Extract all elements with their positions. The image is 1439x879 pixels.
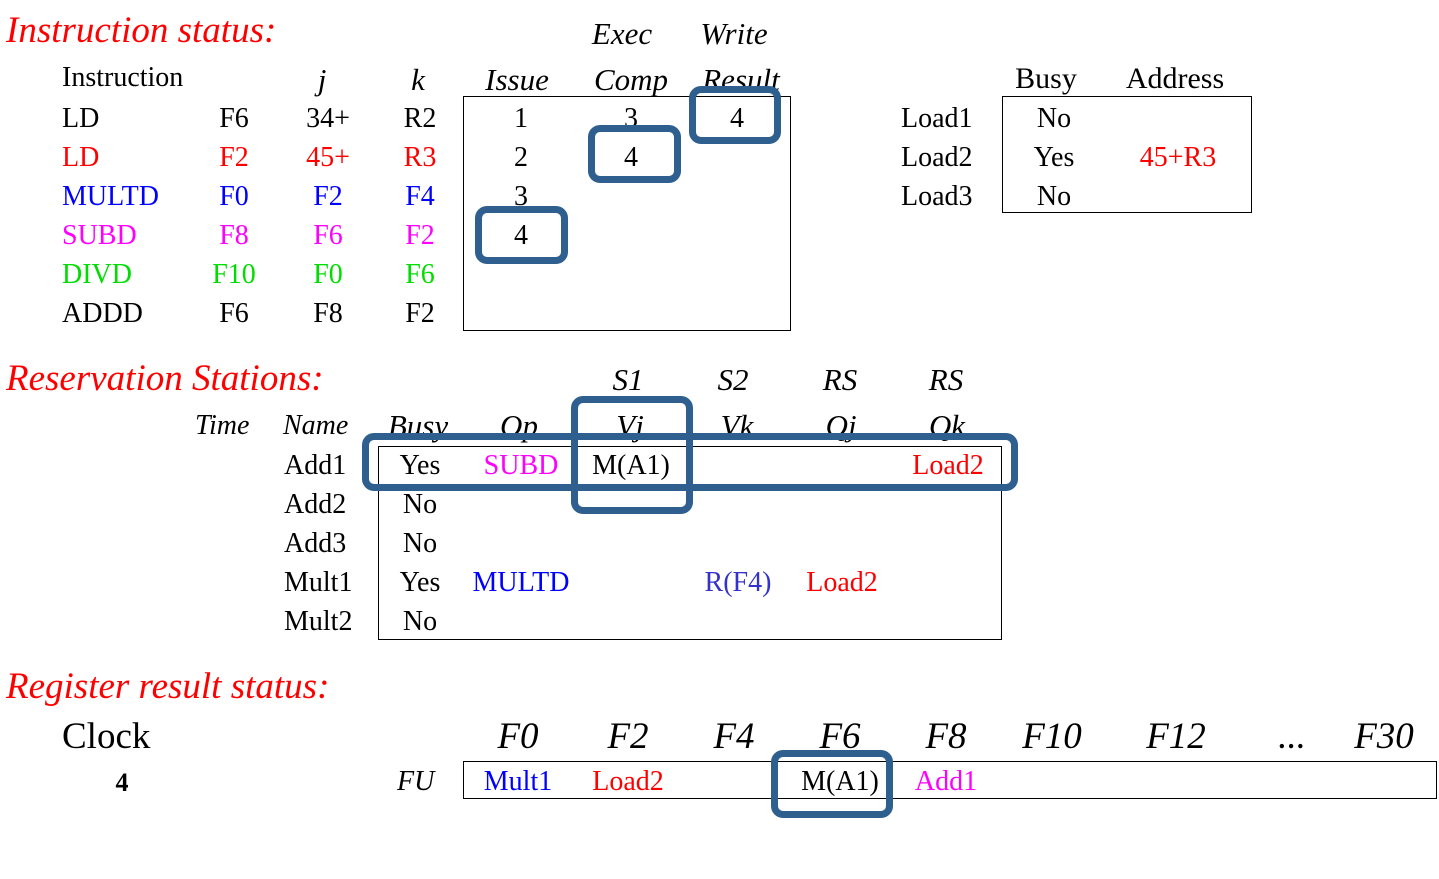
header-write: Write	[700, 16, 768, 51]
instruction-status-table	[463, 96, 791, 331]
instr-op: SUBD	[62, 220, 137, 251]
instruction-status-title: Instruction status:	[6, 10, 277, 51]
register-fu: Add1	[914, 766, 978, 797]
rs-busy: Yes	[399, 567, 441, 598]
instr-issue: 1	[514, 103, 528, 134]
instr-k: R2	[403, 103, 437, 134]
register-header: F4	[713, 716, 755, 757]
instr-dest: F6	[219, 103, 249, 134]
register-fu: M(A1)	[801, 766, 879, 797]
instr-op: LD	[62, 142, 100, 173]
instr-op: MULTD	[62, 181, 159, 212]
col-instruction: Instruction	[62, 62, 184, 93]
rs-top-s2: S2	[717, 362, 749, 397]
fu-label: FU	[397, 766, 435, 797]
rs-name: Add2	[284, 489, 347, 520]
rs-busy: No	[402, 528, 438, 559]
instr-dest: F10	[212, 259, 256, 290]
instr-j: F8	[313, 298, 343, 329]
header-exec: Exec	[591, 16, 653, 51]
instr-k: F2	[405, 298, 435, 329]
instr-dest: F0	[219, 181, 249, 212]
col-issue: Issue	[485, 62, 549, 97]
instr-op: DIVD	[62, 259, 132, 290]
rs-col-name: Name	[283, 410, 349, 441]
instr-issue: 4	[514, 220, 528, 251]
rs-op: SUBD	[483, 450, 559, 481]
load-name: Load3	[901, 181, 973, 212]
instr-j: 34+	[306, 103, 350, 134]
instr-k: F4	[405, 181, 435, 212]
load-name: Load1	[901, 103, 973, 134]
instr-dest: F8	[219, 220, 249, 251]
rs-vj: M(A1)	[592, 450, 670, 481]
instr-op: ADDD	[62, 298, 143, 329]
instr-op: LD	[62, 103, 100, 134]
rs-qk: Load2	[912, 450, 984, 481]
instr-comp: 4	[624, 142, 638, 173]
instr-dest: F2	[219, 142, 249, 173]
col-comp: Comp	[593, 62, 669, 97]
rs-qj: Load2	[806, 567, 878, 598]
highlight-issue-subd	[475, 206, 568, 264]
rs-top-rs-qj: RS	[822, 362, 858, 397]
load-busy: No	[1036, 103, 1072, 134]
instr-issue: 2	[514, 142, 528, 173]
register-fu: Mult1	[483, 766, 553, 797]
register-header: F12	[1146, 716, 1206, 757]
register-header: F2	[607, 716, 649, 757]
instr-k: F6	[405, 259, 435, 290]
clock-label: Clock	[62, 716, 151, 757]
rs-op: MULTD	[472, 567, 570, 598]
instr-j: F0	[313, 259, 343, 290]
register-status-title: Register result status:	[6, 666, 330, 707]
register-header: F30	[1354, 716, 1414, 757]
rs-col-time: Time	[195, 410, 250, 441]
instr-j: F2	[313, 181, 343, 212]
register-fu-table	[463, 761, 1437, 799]
instr-j: F6	[313, 220, 343, 251]
load-col-busy: Busy	[1015, 62, 1077, 95]
highlight-comp-ld2	[588, 125, 681, 183]
rs-name: Mult2	[284, 606, 353, 637]
rs-name: Add3	[284, 528, 347, 559]
rs-busy: No	[402, 606, 438, 637]
instr-write: 4	[730, 103, 744, 134]
instr-j: 45+	[306, 142, 350, 173]
highlight-f6-register	[771, 750, 893, 818]
load-buffers-table	[1002, 96, 1252, 213]
load-address: 45+R3	[1139, 142, 1217, 173]
highlight-write-result-ld	[689, 86, 781, 144]
rs-name: Add1	[284, 450, 347, 481]
register-fu: Load2	[592, 766, 664, 797]
rs-busy: No	[402, 489, 438, 520]
clock-value: 4	[115, 768, 129, 797]
reservation-stations-title: Reservation Stations:	[6, 358, 324, 399]
instr-k: F2	[405, 220, 435, 251]
col-k: k	[411, 62, 425, 97]
load-busy: No	[1036, 181, 1072, 212]
load-busy: Yes	[1033, 142, 1075, 173]
register-header: F0	[497, 716, 539, 757]
instr-dest: F6	[219, 298, 249, 329]
load-col-address: Address	[1125, 62, 1225, 95]
register-header: F6	[819, 716, 861, 757]
rs-name: Mult1	[284, 567, 353, 598]
load-name: Load2	[901, 142, 973, 173]
rs-top-rs-qk: RS	[928, 362, 964, 397]
register-header: F8	[925, 716, 967, 757]
instr-issue: 3	[514, 181, 528, 212]
register-header: ...	[1278, 716, 1306, 757]
register-header: F10	[1022, 716, 1082, 757]
col-j: j	[317, 62, 327, 97]
highlight-vj-column	[571, 396, 693, 514]
rs-top-s1: S1	[612, 362, 644, 397]
rs-vk: R(F4)	[704, 567, 772, 598]
instr-k: R3	[403, 142, 437, 173]
rs-busy: Yes	[399, 450, 441, 481]
